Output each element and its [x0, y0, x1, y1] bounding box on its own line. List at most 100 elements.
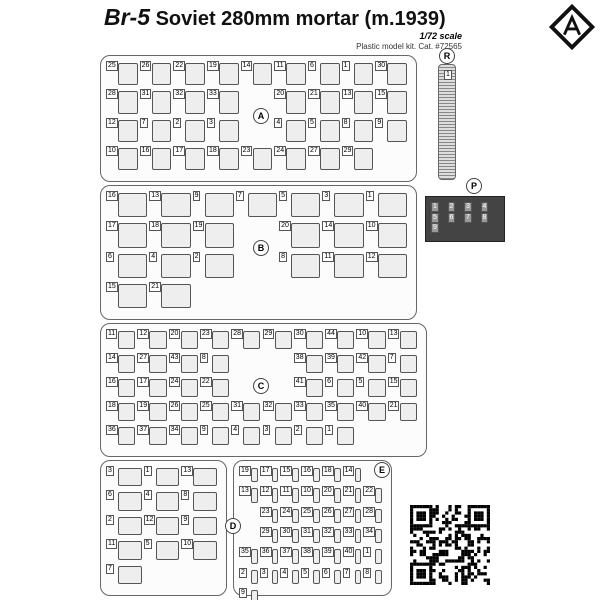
part-c-2 — [305, 427, 324, 445]
part-number: 15 — [387, 377, 400, 387]
part-b-12 — [377, 253, 407, 278]
part-e-1 — [375, 549, 382, 564]
part-number: 10 — [365, 221, 378, 232]
part-number: 32 — [262, 401, 275, 411]
part-number: 5 — [431, 212, 439, 223]
part-c-12 — [149, 331, 167, 349]
part-c-25 — [211, 403, 230, 421]
part-number: 32 — [321, 527, 334, 537]
part-number: 7 — [464, 212, 472, 223]
part-number: 27 — [137, 353, 150, 363]
part-number: 1 — [341, 61, 350, 71]
part-number: 29 — [341, 145, 354, 156]
part-b-10 — [377, 223, 407, 248]
part-b-15 — [118, 283, 148, 308]
part-number: 6 — [321, 567, 330, 578]
part-e-13 — [251, 488, 258, 503]
part-number: 4 — [274, 117, 283, 128]
part-number: 19 — [137, 401, 150, 411]
part-number: 3 — [106, 466, 114, 476]
part-number: 38 — [293, 353, 306, 363]
part-b-14 — [334, 223, 364, 248]
part-number: 40 — [342, 547, 355, 558]
part-number: 16 — [106, 377, 118, 387]
part-number: 1 — [365, 191, 374, 201]
part-number: 3 — [322, 191, 331, 201]
part-number: 10 — [181, 539, 194, 550]
part-number: 7 — [342, 567, 351, 578]
part-number: 17 — [106, 221, 118, 232]
part-c-7 — [399, 355, 417, 373]
part-number: 42 — [356, 353, 369, 363]
part-number: 9 — [239, 588, 247, 598]
part-d-2 — [118, 516, 142, 536]
part-b-19 — [204, 223, 234, 248]
model-subtitle: Soviet 280mm mortar (m.1939) — [155, 8, 446, 30]
part-number: 22 — [363, 486, 376, 497]
part-b-20 — [291, 223, 321, 248]
part-number: 5 — [279, 191, 288, 201]
part-number: 28 — [231, 329, 243, 339]
part-number: 29 — [262, 329, 275, 339]
part-c-6 — [337, 379, 355, 397]
part-number: 7 — [235, 191, 244, 201]
part-number: 1 — [444, 70, 452, 80]
part-b-6 — [118, 253, 148, 278]
part-number: 12 — [365, 251, 378, 262]
part-number: 18 — [207, 145, 219, 156]
part-number: 6 — [308, 61, 316, 71]
part-number: 3 — [262, 425, 271, 435]
part-number: 12 — [259, 486, 272, 497]
part-number: 3 — [207, 117, 215, 128]
part-a-22 — [185, 63, 205, 86]
part-number: 24 — [274, 145, 287, 156]
part-a-15 — [387, 91, 407, 114]
part-c-32 — [274, 403, 292, 421]
part-number: 17 — [259, 466, 272, 476]
part-number: 4 — [149, 251, 158, 262]
sprue-letter-a: A — [253, 108, 269, 124]
part-c-9 — [211, 427, 230, 445]
part-number: 6 — [325, 377, 333, 387]
part-d-8 — [193, 492, 217, 511]
part-e-12 — [271, 488, 279, 503]
part-number: 35 — [239, 547, 251, 558]
part-number: 10 — [301, 486, 313, 497]
part-number: 25 — [199, 401, 212, 411]
part-e-17 — [271, 468, 279, 483]
part-b-18 — [161, 223, 191, 248]
part-number: 21 — [342, 486, 355, 497]
part-number: 20 — [279, 221, 291, 232]
part-a-7 — [151, 119, 172, 142]
part-number: 30 — [375, 61, 388, 71]
part-number: 15 — [106, 281, 118, 292]
part-b-21 — [161, 283, 191, 308]
part-e-32 — [333, 529, 341, 544]
part-number: 20 — [274, 89, 287, 100]
part-d-13 — [193, 468, 217, 487]
part-a-24 — [286, 147, 306, 170]
part-c-37 — [149, 427, 167, 445]
part-number: 21 — [387, 401, 400, 411]
part-a-25 — [118, 63, 138, 86]
part-number: 5 — [143, 539, 152, 550]
qr-code-icon[interactable] — [410, 505, 490, 585]
part-a-32 — [185, 91, 205, 114]
part-e-3 — [271, 569, 279, 584]
part-b-8 — [291, 253, 321, 278]
part-e-11 — [292, 488, 300, 503]
sprue-r — [438, 64, 456, 180]
part-number: 32 — [173, 89, 186, 100]
part-number: 11 — [274, 61, 286, 71]
part-e-21 — [354, 488, 362, 503]
part-e-10 — [313, 488, 320, 503]
sprue-letter-b: B — [253, 240, 269, 256]
part-a-20 — [286, 91, 306, 114]
part-number: 16 — [301, 466, 313, 476]
part-c-35 — [337, 403, 355, 421]
part-number: 27 — [342, 506, 355, 517]
part-e-9 — [251, 590, 258, 600]
part-number: 43 — [168, 353, 181, 363]
part-c-11 — [118, 331, 136, 349]
